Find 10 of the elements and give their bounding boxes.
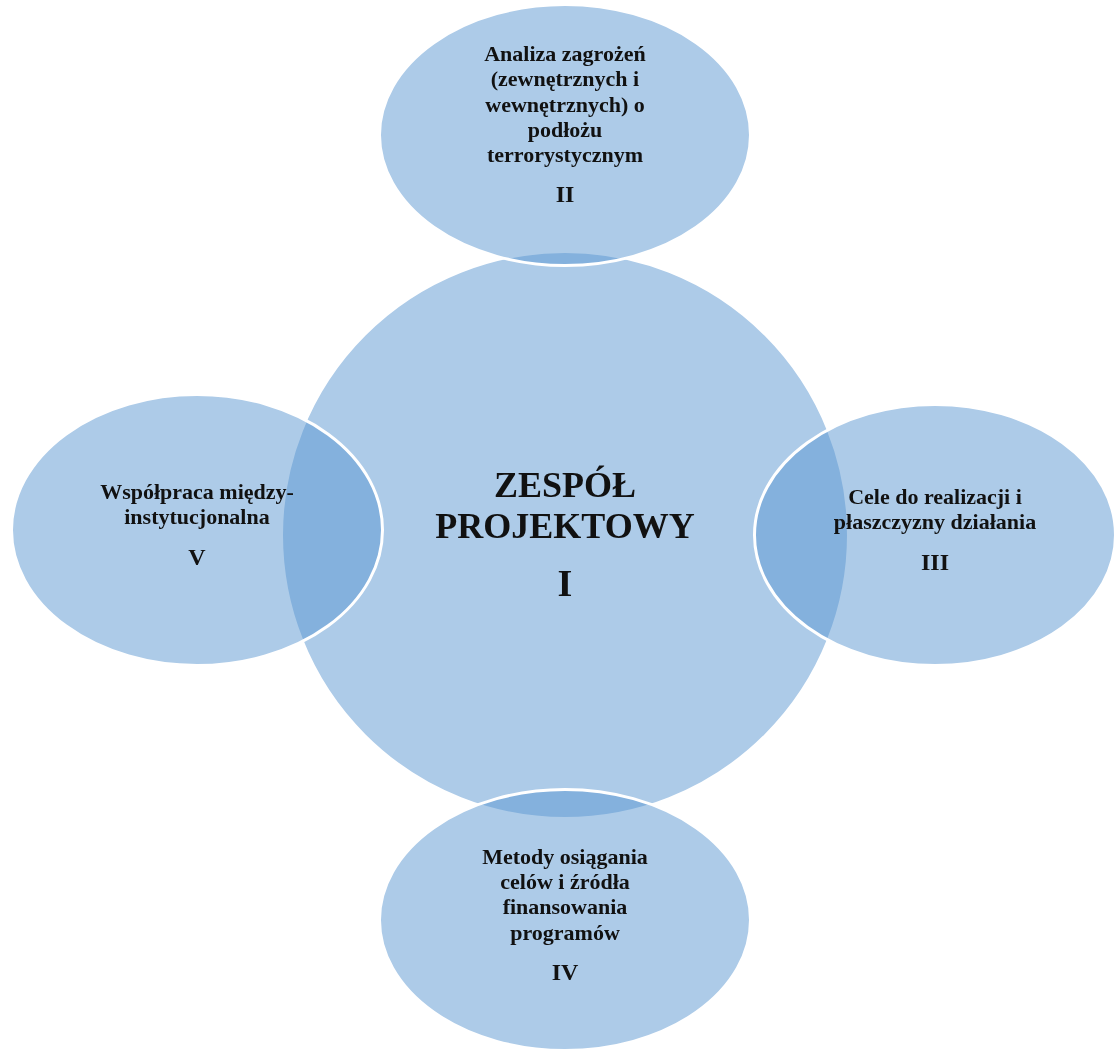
- roman-numeral: V: [188, 543, 206, 572]
- roman-numeral: III: [921, 548, 949, 577]
- roman-numeral: IV: [551, 958, 579, 987]
- node-label: Współpraca między- instytucjonalna: [99, 478, 295, 530]
- node-label: Cele do realizacji i płaszczyzny działania: [832, 483, 1038, 535]
- node-label: Analiza zagrożeń (zewnętrznych i wewnętrznych) o podłożu terrorystycznym: [483, 40, 647, 168]
- node-label: ZESPÓŁ PROJEKTOWY: [434, 464, 696, 548]
- roman-numeral: II: [555, 181, 575, 210]
- node-label: Metody osiągania celów i źródła finansowania programów: [481, 843, 649, 945]
- roman-numeral: I: [557, 561, 573, 606]
